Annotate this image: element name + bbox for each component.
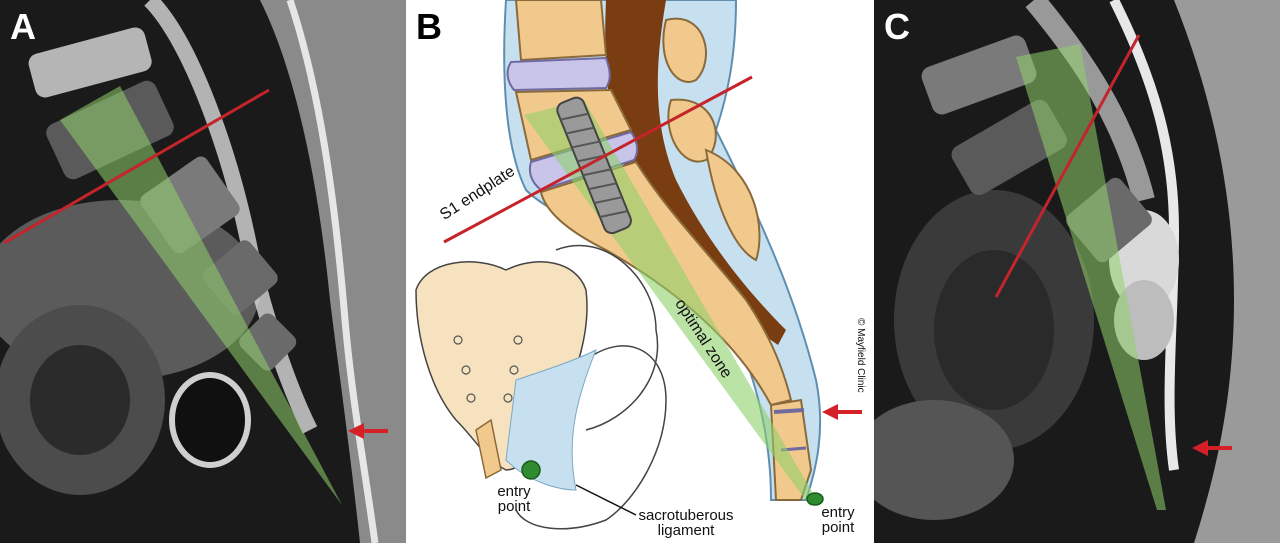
arrow-b bbox=[822, 404, 862, 420]
endplate-line-b bbox=[443, 75, 753, 244]
endplate-line-c bbox=[994, 34, 1141, 298]
optimal-zone-wedge-c bbox=[1016, 44, 1166, 510]
panel-b-illustration: B S1 endplate optimal zone © Mayfield Cl… bbox=[406, 0, 874, 543]
dura bbox=[605, 0, 786, 345]
copyright-label: © Mayfield Clinic bbox=[855, 318, 866, 393]
entry-point-dot-left bbox=[521, 460, 541, 480]
panel-letter-b: B bbox=[416, 6, 442, 47]
endplate-line-a bbox=[3, 88, 270, 245]
ligament-leader-line bbox=[575, 484, 637, 516]
arrow-c bbox=[1192, 440, 1232, 456]
entry-point-label-right: entry point bbox=[821, 504, 855, 536]
mri-image-c bbox=[874, 0, 1280, 543]
arrow-a bbox=[348, 423, 388, 439]
disc-l5 bbox=[506, 56, 611, 92]
fusion-screw bbox=[556, 96, 632, 235]
panel-c-mri: C bbox=[874, 0, 1280, 543]
sacrotuberous-ligament-shape bbox=[505, 348, 597, 491]
mri-image-a bbox=[0, 0, 406, 543]
panel-letter-c: C bbox=[884, 6, 910, 47]
panel-a-mri: A bbox=[0, 0, 406, 543]
optimal-zone-wedge-a bbox=[60, 86, 342, 505]
sacrotuberous-ligament-label: sacrotuberous ligament bbox=[638, 507, 734, 539]
panel-letter-a: A bbox=[10, 6, 36, 47]
entry-point-label-left: entry point bbox=[497, 483, 531, 515]
entry-point-dot-right bbox=[806, 492, 824, 506]
illustration-b bbox=[415, 0, 862, 530]
vertebra-l4 bbox=[514, 0, 608, 62]
